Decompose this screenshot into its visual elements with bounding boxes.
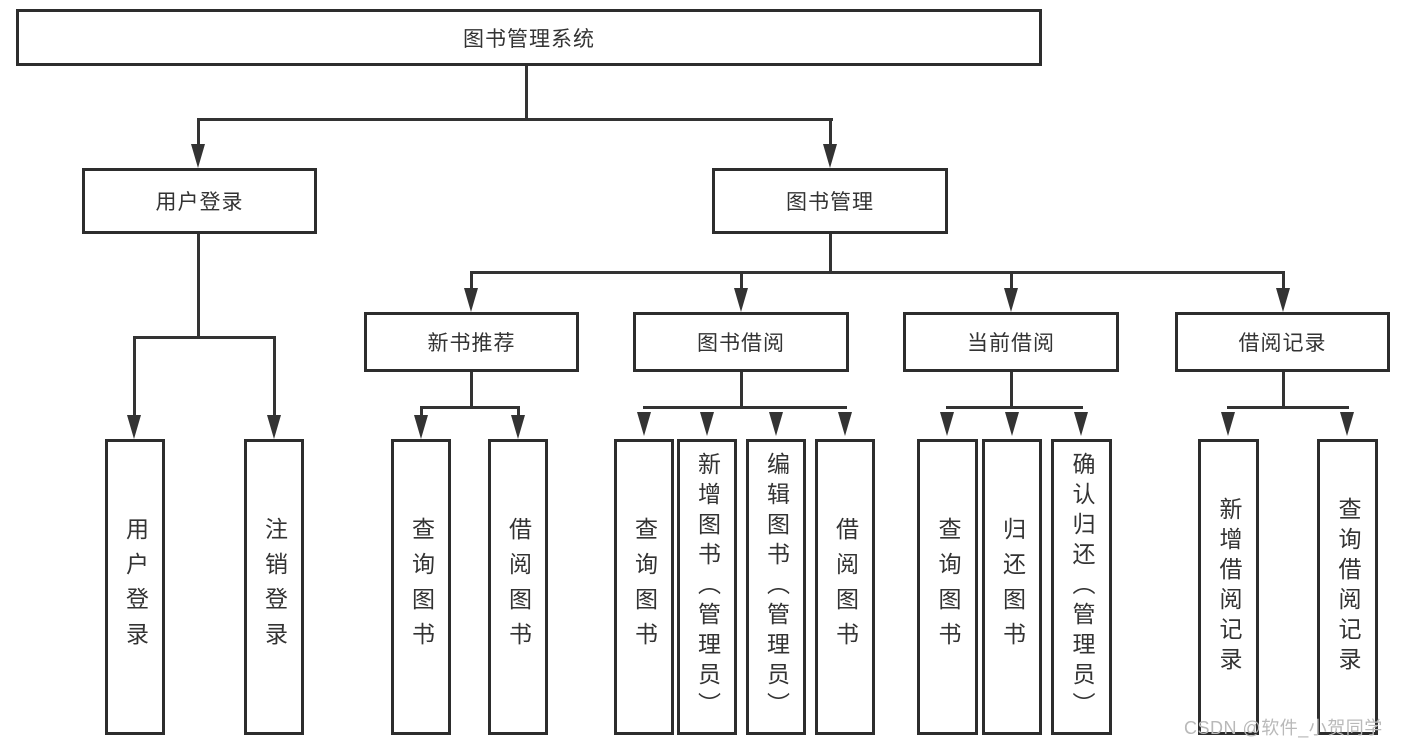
node-label: 查询图书 xyxy=(408,517,435,657)
connector-current-bar xyxy=(946,406,1083,409)
arrowhead-add-books xyxy=(700,412,714,436)
node-leaf-return-books: 归还图书 xyxy=(982,439,1042,735)
arrowhead-query-books-3 xyxy=(940,412,954,436)
node-label: 借阅图书 xyxy=(832,517,859,657)
node-current-borrowing: 当前借阅 xyxy=(903,312,1119,372)
connector-user-login-bar xyxy=(134,336,276,339)
node-label: 借阅记录 xyxy=(1238,332,1327,355)
connector-level3-bar xyxy=(471,271,1284,274)
node-label: 确认归还（管理员） xyxy=(1069,452,1095,722)
node-leaf-query-borrow-record: 查询借阅记录 xyxy=(1317,439,1378,735)
node-leaf-query-books-3: 查询图书 xyxy=(917,439,978,735)
arrowhead-borrow-books-1 xyxy=(511,415,525,439)
arrowhead-newbook xyxy=(464,288,478,312)
arrowhead-query-books-2 xyxy=(637,412,651,436)
node-label: 用户登录 xyxy=(122,517,149,657)
arrowhead-book-mgmt xyxy=(823,144,837,168)
connector-current-drop xyxy=(1010,271,1013,291)
arrowhead-borrow-books-2 xyxy=(838,412,852,436)
node-leaf-query-books-2: 查询图书 xyxy=(614,439,674,735)
connector-newbook-drop xyxy=(470,271,473,291)
arrowhead-logout xyxy=(267,415,281,439)
connector-root-drop xyxy=(525,66,528,120)
node-label: 新书推荐 xyxy=(427,332,516,355)
node-book-borrowing: 图书借阅 xyxy=(633,312,849,372)
connector-current-feed xyxy=(1010,372,1013,408)
connector-book-mgmt-feed xyxy=(829,234,832,274)
arrowhead-confirm-return xyxy=(1074,412,1088,436)
node-label: 图书管理系统 xyxy=(463,27,595,51)
arrowhead-edit-books xyxy=(769,412,783,436)
node-label: 新增借阅记录 xyxy=(1216,497,1242,677)
arrowhead-return-books xyxy=(1005,412,1019,436)
connector-level2-bar xyxy=(197,118,833,121)
csdn-watermark: CSDN @软件_小贺同学 xyxy=(1184,718,1383,738)
node-label: 图书管理 xyxy=(786,191,874,214)
connector-records-feed xyxy=(1282,372,1285,408)
node-leaf-edit-books-admin: 编辑图书（管理员） xyxy=(746,439,806,735)
arrowhead-user-login xyxy=(191,144,205,168)
node-leaf-query-books-1: 查询图书 xyxy=(391,439,451,735)
node-leaf-logout: 注销登录 xyxy=(244,439,304,735)
arrowhead-add-record xyxy=(1221,412,1235,436)
node-leaf-borrow-books-1: 借阅图书 xyxy=(488,439,548,735)
node-user-login: 用户登录 xyxy=(82,168,317,234)
node-label: 归还图书 xyxy=(999,517,1026,657)
node-label: 借阅图书 xyxy=(505,517,532,657)
node-label: 编辑图书（管理员） xyxy=(763,452,790,722)
arrowhead-records xyxy=(1276,288,1290,312)
node-label: 查询借阅记录 xyxy=(1335,497,1361,677)
node-label: 当前借阅 xyxy=(967,332,1055,355)
node-new-book-recommend: 新书推荐 xyxy=(364,312,579,372)
connector-borrowing-bar xyxy=(643,406,847,409)
node-leaf-confirm-return-admin: 确认归还（管理员） xyxy=(1051,439,1112,735)
arrowhead-query-record xyxy=(1340,412,1354,436)
node-label: 查询图书 xyxy=(631,517,658,657)
node-label: 查询图书 xyxy=(935,517,961,657)
connector-drop xyxy=(517,406,520,418)
arrowhead-login xyxy=(127,415,141,439)
connector-book-mgmt-drop xyxy=(829,118,832,148)
connector-newbook-feed xyxy=(470,372,473,408)
node-leaf-add-borrow-record: 新增借阅记录 xyxy=(1198,439,1259,735)
connector-user-login-feed xyxy=(197,234,200,338)
connector-login-drop xyxy=(133,336,136,418)
connector-user-login-drop xyxy=(197,118,200,148)
connector-drop xyxy=(420,406,423,418)
node-label: 注销登录 xyxy=(261,517,288,657)
node-library-management-system: 图书管理系统 xyxy=(16,9,1042,66)
node-leaf-borrow-books-2: 借阅图书 xyxy=(815,439,875,735)
connector-newbook-bar xyxy=(420,406,520,409)
arrowhead-query-books-1 xyxy=(414,415,428,439)
connector-logout-drop xyxy=(273,336,276,418)
arrowhead-current xyxy=(1004,288,1018,312)
connector-borrowing-feed xyxy=(740,372,743,408)
connector-records-bar xyxy=(1227,406,1349,409)
node-leaf-add-books-admin: 新增图书（管理员） xyxy=(677,439,737,735)
node-borrowing-records: 借阅记录 xyxy=(1175,312,1390,372)
node-leaf-user-login: 用户登录 xyxy=(105,439,165,735)
connector-records-drop xyxy=(1282,271,1285,291)
node-label: 用户登录 xyxy=(155,191,244,214)
node-label: 图书借阅 xyxy=(697,332,785,355)
arrowhead-borrowing xyxy=(734,288,748,312)
node-label: 新增图书（管理员） xyxy=(694,452,721,722)
connector-borrowing-drop xyxy=(740,271,743,291)
node-book-management: 图书管理 xyxy=(712,168,948,234)
